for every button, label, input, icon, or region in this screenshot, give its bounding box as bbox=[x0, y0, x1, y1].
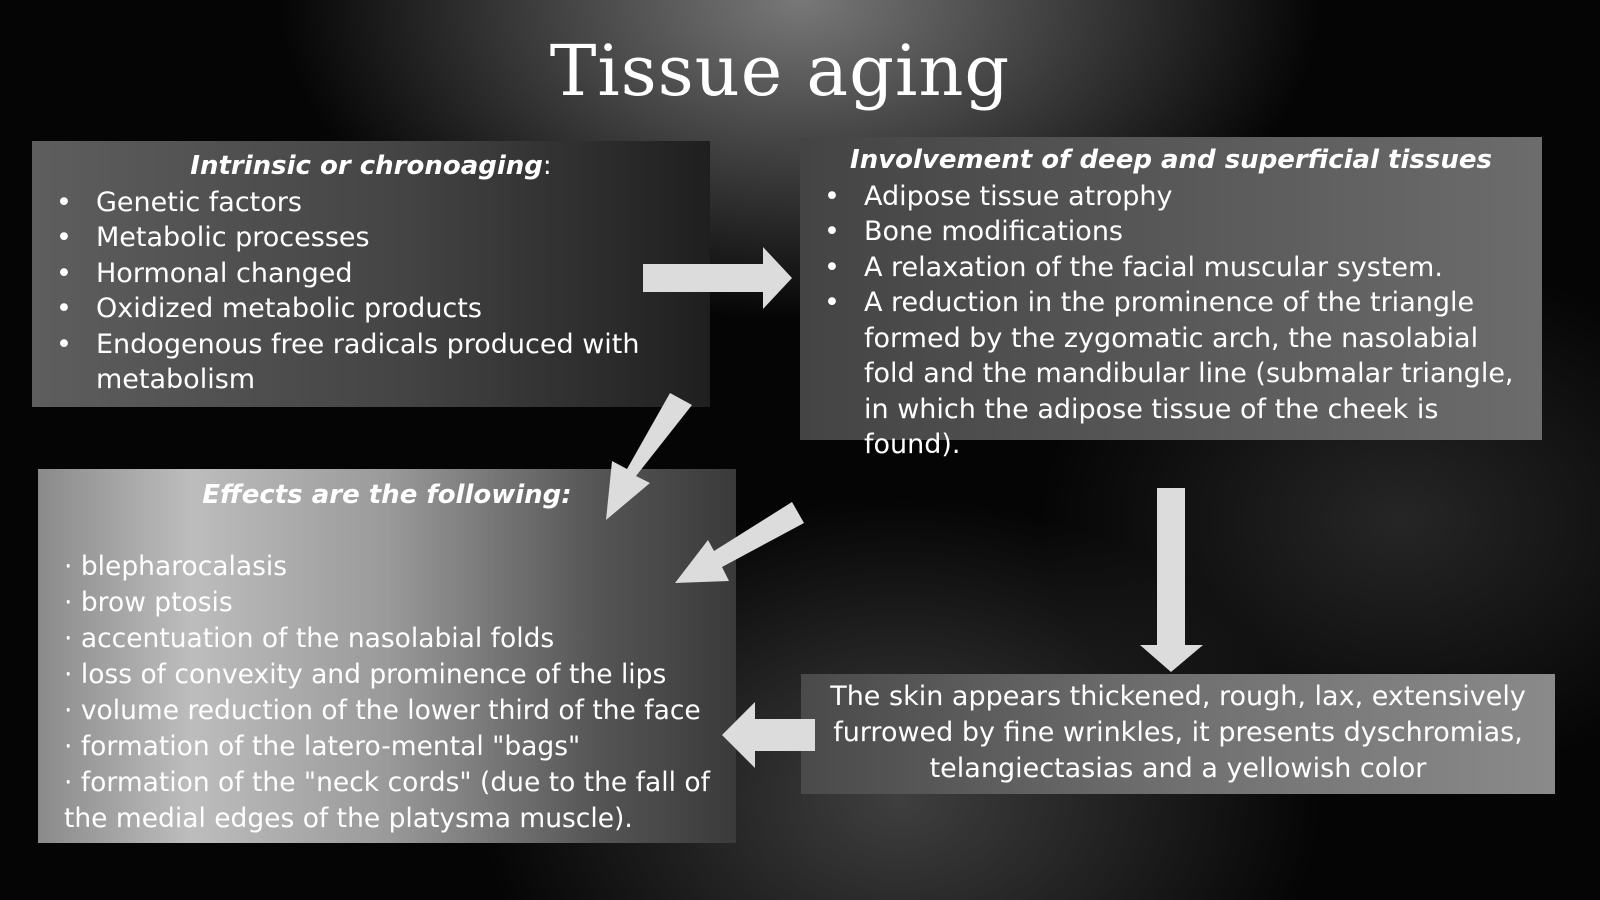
bullet-icon: • bbox=[824, 180, 840, 212]
list-item: · brow ptosis bbox=[64, 587, 233, 618]
bullet-icon: • bbox=[824, 216, 840, 247]
list-item: •A reduction in the prominence of the tr… bbox=[824, 287, 1514, 460]
tissue-involvement-box: Involvement of deep and superficial tiss… bbox=[800, 137, 1542, 460]
skin-description-text: The skin appears thickened, rough, lax, … bbox=[830, 681, 1526, 784]
list-item: •Hormonal changed bbox=[46, 256, 696, 292]
list-item: •Oxidized metabolic products bbox=[46, 291, 696, 327]
list-item: •Genetic factors bbox=[46, 185, 696, 221]
effects-box: Effects are the following: · blepharocal… bbox=[38, 469, 736, 843]
list-item: · formation of the latero-mental "bags" bbox=[64, 731, 581, 762]
slide-title: Tissue aging bbox=[549, 30, 1011, 112]
list-item: · blepharocalasis bbox=[64, 551, 288, 582]
intrinsic-heading-colon: : bbox=[542, 151, 552, 181]
intrinsic-heading-text: Intrinsic or chronoaging bbox=[190, 151, 543, 181]
list-item: · accentuation of the nasolabial folds bbox=[64, 623, 555, 654]
bullet-icon: • bbox=[56, 186, 72, 218]
involvement-list: •Adipose tissue atrophy •Bone modificati… bbox=[814, 179, 1528, 463]
list-item: •A relaxation of the facial muscular sys… bbox=[814, 250, 1528, 286]
effects-heading: Effects are the following: bbox=[202, 480, 572, 510]
bullet-icon: • bbox=[824, 287, 840, 318]
intrinsic-aging-box: Intrinsic or chronoaging: •Genetic facto… bbox=[32, 141, 710, 407]
skin-description-box: The skin appears thickened, rough, lax, … bbox=[801, 674, 1555, 794]
bullet-icon: • bbox=[56, 222, 72, 253]
list-item: •Adipose tissue atrophy bbox=[814, 179, 1528, 215]
list-item: •Endogenous free radicals produced with … bbox=[56, 328, 640, 396]
list-item: · loss of convexity and prominence of th… bbox=[64, 659, 667, 690]
intrinsic-list: •Genetic factors •Metabolic processes •H… bbox=[46, 185, 696, 398]
bullet-icon: • bbox=[56, 293, 72, 324]
involvement-heading: Involvement of deep and superficial tiss… bbox=[850, 145, 1492, 175]
bullet-icon: • bbox=[56, 328, 72, 360]
list-item: •Bone modifications bbox=[814, 214, 1528, 250]
effects-list: · blepharocalasis · brow ptosis · accent… bbox=[52, 549, 722, 837]
intrinsic-heading: Intrinsic or chronoaging: bbox=[46, 149, 696, 185]
list-item: · formation of the "neck cords" (due to … bbox=[64, 767, 710, 834]
list-item: •Metabolic processes bbox=[46, 220, 696, 256]
bullet-icon: • bbox=[824, 251, 840, 283]
list-item: · volume reduction of the lower third of… bbox=[64, 695, 701, 726]
bullet-icon: • bbox=[56, 257, 72, 289]
arrow-down-icon bbox=[1140, 488, 1203, 672]
